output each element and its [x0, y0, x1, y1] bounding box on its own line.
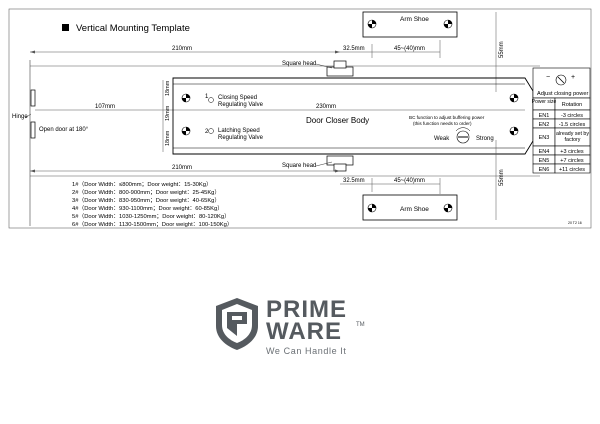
arm-shoe-bottom: [362, 194, 458, 221]
spec-line: 1#（Door Width：≤800mm；Door weight：15-30Kg…: [72, 181, 212, 188]
door-closer-body-label: Door Closer Body: [306, 116, 369, 125]
dim-arrow: [30, 50, 35, 54]
open-door-label: Open door at 180°: [39, 127, 89, 133]
dim-mid-230: 230mm: [316, 104, 336, 110]
square-head-bottom-label: Square head: [282, 163, 316, 169]
rotation-cell: already set by factory: [556, 131, 589, 143]
brand-name-line1: PRIME: [266, 296, 348, 323]
dim-vert-18-a: 18mm: [165, 80, 171, 96]
power-size-cell: EN2: [539, 122, 550, 128]
hinge-bottom: [30, 121, 36, 139]
mount-hole-mark: [510, 94, 518, 102]
mount-hole-mark: [368, 20, 376, 28]
spec-line: 4#（Door Width：930-1100mm；Door weight：60-…: [72, 205, 223, 212]
square-head-top-cap: [333, 60, 347, 69]
power-table: − + Adjust closing power Power size Rota…: [532, 67, 591, 174]
page-title: Vertical Mounting Template: [76, 23, 190, 34]
minus-icon: −: [546, 74, 550, 81]
power-size-cell: EN3: [539, 135, 550, 141]
dim-bottom-210: 210mm: [172, 165, 192, 171]
valve-1-label-line2: Regulating Valve: [218, 102, 264, 108]
shield-logo-icon: [216, 298, 258, 350]
rotation-cell: +7 circles: [560, 158, 584, 164]
square-head-top-label: Square head: [282, 61, 316, 67]
spec-line: 2#（Door Width：800-900mm；Door weight：25-4…: [72, 189, 220, 196]
plus-icon: +: [571, 74, 575, 81]
dim-vert-19: 19mm: [165, 105, 171, 121]
dim-bottom-32-5: 32.5mm: [343, 178, 365, 184]
power-size-cell: EN1: [539, 113, 550, 119]
page-number: 20 T2 16: [568, 221, 582, 225]
dim-right-55-bottom: 55mm: [499, 169, 505, 186]
dim-vert-18-b: 18mm: [165, 130, 171, 146]
brand-tagline: We Can Handle It: [266, 346, 347, 356]
hinge-label: Hinge: [12, 114, 28, 120]
spec-line: 5#（Door Width：1030-1250mm；Door weight：80…: [72, 213, 230, 220]
header-power-size: Power size: [532, 99, 557, 105]
rotation-cell: -3 circles: [561, 113, 583, 119]
dim-arrow: [335, 50, 340, 54]
power-size-cell: EN4: [539, 149, 550, 155]
rotation-cell-wrap: already set by factory: [556, 131, 589, 143]
leader: [315, 63, 333, 69]
dial-slot: [557, 76, 565, 84]
dim-top-210: 210mm: [172, 46, 192, 52]
dim-right-55-top: 55mm: [499, 41, 505, 58]
dim-arrow: [30, 169, 35, 173]
mounting-template-drawing: Vertical Mounting Template Hinge Open do…: [8, 8, 592, 229]
mount-hole-mark: [444, 204, 452, 212]
arm-shoe-top: [362, 11, 458, 38]
power-table-title: Adjust closing power: [537, 91, 588, 97]
closing-speed-valve-icon: [208, 97, 214, 103]
dim-top-32-5: 32.5mm: [343, 46, 365, 52]
valve-1-label-line1: Closing Speed: [218, 95, 257, 101]
dim-arrow: [335, 169, 340, 173]
valve-2-label-line2: Regulating Valve: [218, 135, 264, 141]
leader: [315, 161, 333, 167]
trademark-mark: TM: [356, 322, 365, 328]
arm-shoe-top-label: Arm Shoe: [400, 16, 429, 23]
primeware-logo: PRIME WARE TM We Can Handle It: [214, 296, 394, 356]
spec-line: 3#（Door Width：830-950mm；Door weight：40-6…: [72, 197, 220, 204]
mount-hole-mark: [368, 204, 376, 212]
dim-mid-107: 107mm: [95, 104, 115, 110]
weak-label: Weak: [434, 136, 450, 142]
spec-line: 6#（Door Width：1130-1500mm；Door weight：10…: [72, 221, 233, 228]
table-cell: [554, 163, 591, 174]
valve-2-label-line1: Latching Speed: [218, 128, 260, 134]
shield-mark-cut: [232, 316, 242, 320]
rotation-cell: -1.5 circles: [559, 122, 586, 128]
arm-shoe-bottom-label: Arm Shoe: [400, 206, 429, 213]
latching-speed-valve-icon: [208, 128, 214, 134]
hinge-top: [30, 89, 36, 107]
dial-arc-icon: [455, 127, 471, 132]
title-bullet: [62, 24, 69, 31]
mount-hole-mark: [510, 127, 518, 135]
strong-label: Strong: [476, 136, 494, 142]
mount-hole-mark: [182, 127, 190, 135]
square-head-bottom: [326, 155, 354, 166]
valve-2-number: 2: [205, 129, 209, 135]
outer-frame: [8, 8, 592, 229]
valve-1-number: 1: [205, 94, 209, 100]
hinge-leader: [24, 113, 32, 119]
bc-function-line1: BC function to adjust buffering power: [409, 115, 485, 120]
bc-function-line2: (this function needs to order): [413, 121, 472, 126]
mount-hole-mark: [182, 94, 190, 102]
dim-top-45-40: 45~(40)mm: [394, 46, 425, 52]
brand-name-line2: WARE: [266, 318, 342, 345]
header-rotation: Rotation: [562, 102, 583, 108]
rotation-cell: +3 circles: [560, 149, 584, 155]
power-size-cell: EN6: [539, 167, 550, 173]
power-size-cell: EN5: [539, 158, 550, 164]
rotation-cell: +11 circles: [559, 167, 585, 173]
dim-bottom-45-40: 45~(40)mm: [394, 178, 425, 184]
mount-hole-mark: [444, 20, 452, 28]
